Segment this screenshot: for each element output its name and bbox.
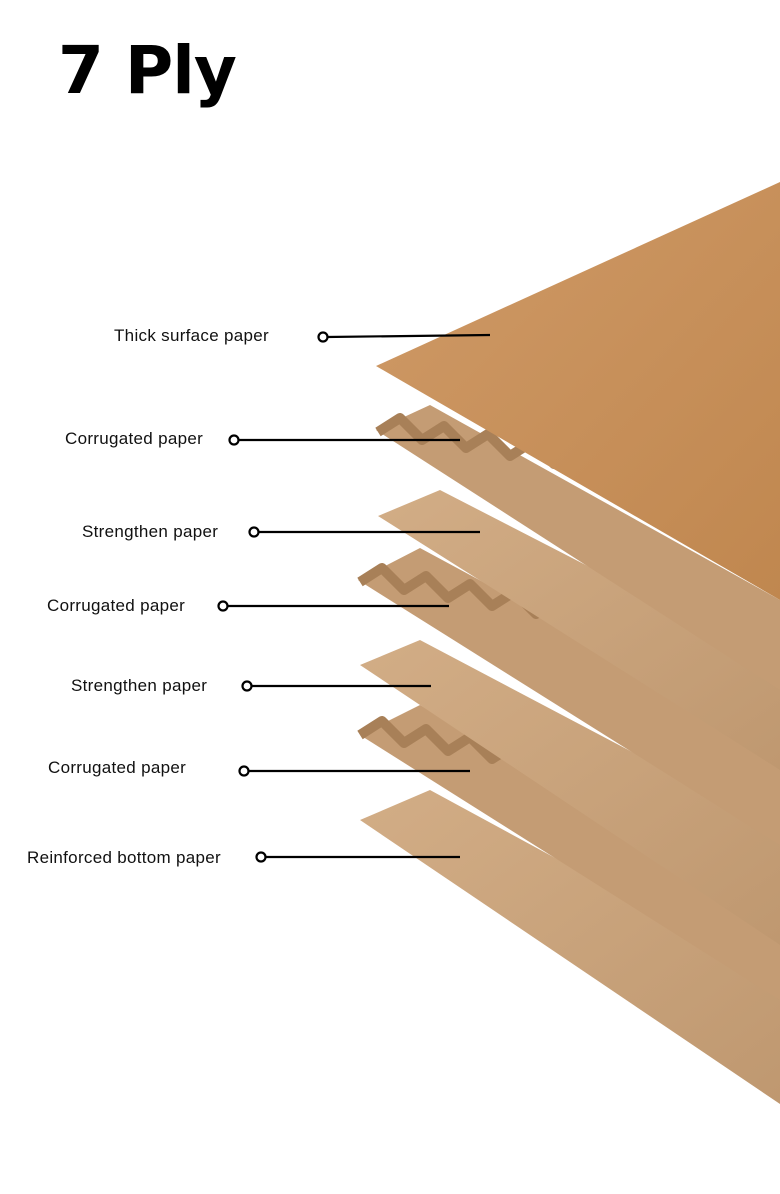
label-thick-surface-paper: Thick surface paper: [114, 326, 269, 345]
strengthen-paper-sheet-2: [360, 640, 780, 945]
label-corrugated-paper-1: Corrugated paper: [65, 429, 204, 448]
thick-surface-paper-sheet: [376, 182, 780, 600]
label-corrugated-paper-2: Corrugated paper: [47, 596, 186, 615]
diagram-title: 7 Ply: [58, 32, 237, 109]
label-corrugated-paper-3: Corrugated paper: [48, 758, 187, 777]
label-strengthen-paper-1: Strengthen paper: [82, 522, 219, 541]
label-strengthen-paper-2: Strengthen paper: [71, 676, 208, 695]
reinforced-bottom-paper-sheet: [360, 790, 780, 1104]
label-reinforced-bottom-paper: Reinforced bottom paper: [27, 848, 222, 867]
strengthen-paper-sheet-1: [378, 490, 780, 770]
leader-lines: [217, 331, 491, 863]
